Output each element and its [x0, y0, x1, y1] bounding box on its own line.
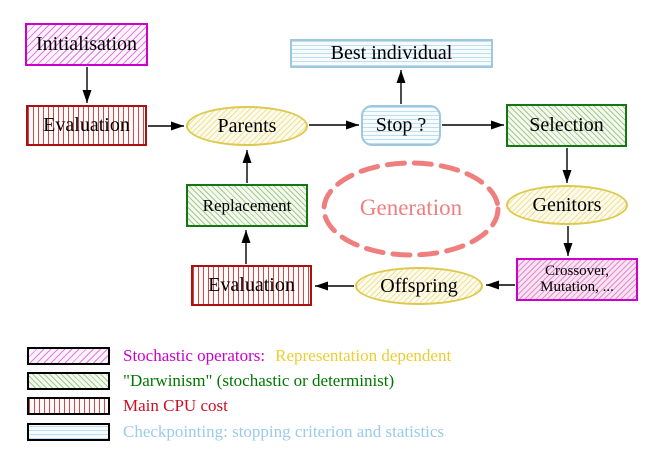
- legend-label-checkpointing: Checkpointing: stopping criterion and st…: [123, 422, 445, 441]
- node-genitors-label: Genitors: [532, 193, 602, 216]
- node-parents-label: Parents: [217, 114, 277, 137]
- generation-cycle-ellipse: [321, 160, 501, 258]
- node-evaluation-bottom: Evaluation: [191, 265, 312, 306]
- node-initialisation-label: Initialisation: [35, 33, 138, 55]
- legend-label-darwinism: "Darwinism" (stochastic or determinist): [123, 371, 395, 390]
- legend-swatch-darwinism: [27, 372, 110, 390]
- node-selection: Selection: [506, 104, 627, 147]
- generation-label: Generation: [359, 195, 463, 220]
- node-offspring-label: Offspring: [380, 274, 458, 297]
- node-replacement-label: Replacement: [202, 195, 292, 215]
- node-crossover-mutation-label: Crossover, Mutation, ...: [540, 262, 614, 295]
- legend-row-main-cpu-cost: Main CPU cost: [27, 396, 228, 415]
- legend-label-representation-dependent: Representation dependent: [275, 346, 452, 365]
- node-crossover-mutation: Crossover, Mutation, ...: [516, 258, 638, 301]
- legend-swatch-stochastic-operators: [27, 347, 110, 365]
- node-best-individual-label: Best individual: [330, 42, 453, 64]
- legend-swatch-main-cpu-cost: [27, 397, 110, 415]
- node-evaluation-top-label: Evaluation: [43, 114, 130, 136]
- node-initialisation: Initialisation: [25, 23, 148, 66]
- node-best-individual: Best individual: [290, 39, 493, 68]
- node-selection-label: Selection: [529, 114, 604, 136]
- legend-row-darwinism: "Darwinism" (stochastic or determinist): [27, 371, 395, 390]
- node-evaluation-top: Evaluation: [26, 105, 147, 146]
- node-evaluation-bottom-label: Evaluation: [208, 274, 295, 296]
- legend-swatch-checkpointing: [27, 423, 110, 441]
- node-genitors: Genitors: [506, 185, 628, 225]
- node-offspring: Offspring: [355, 267, 483, 305]
- legend-label-stochastic-operators: Stochastic operators:: [123, 346, 266, 365]
- legend-label-main-cpu-cost: Main CPU cost: [123, 396, 228, 415]
- node-replacement: Replacement: [186, 184, 308, 227]
- node-stop-label: Stop ?: [375, 114, 427, 136]
- node-stop: Stop ?: [361, 105, 441, 146]
- legend-row-checkpointing: Checkpointing: stopping criterion and st…: [27, 422, 445, 441]
- node-parents: Parents: [186, 106, 308, 146]
- legend-row-stochastic-operators: Stochastic operators: Representation dep…: [27, 346, 452, 365]
